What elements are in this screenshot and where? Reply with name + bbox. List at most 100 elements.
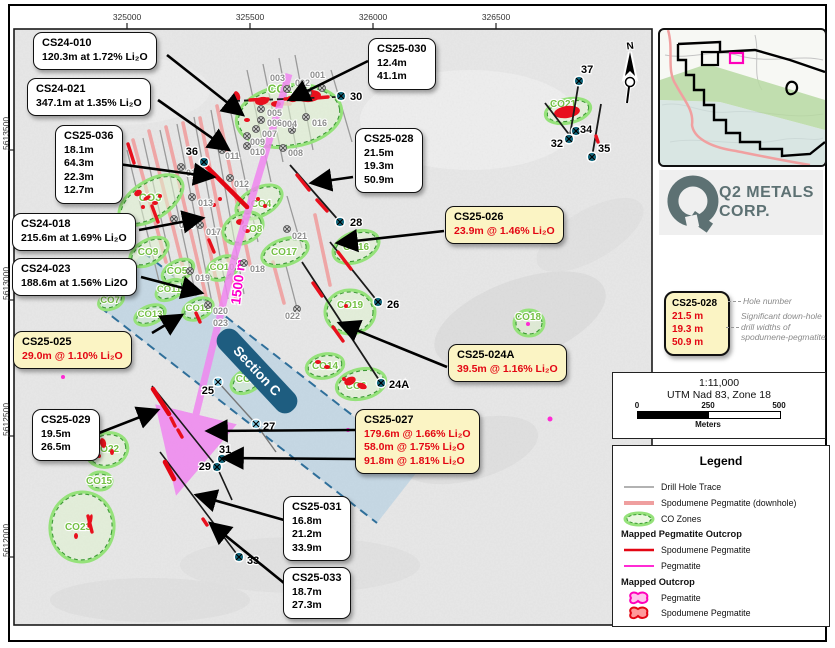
callout-arrow	[286, 59, 369, 102]
co-zone-label: CO13	[138, 309, 163, 320]
logo-company-suffix: CORP.	[719, 203, 771, 220]
co-zone-icon	[621, 511, 657, 527]
collar-label-34: 34	[580, 124, 593, 136]
legend-item-label: CO Zones	[661, 513, 702, 524]
callout-value: 21.5m	[364, 146, 394, 159]
hole-label-017: 017	[206, 227, 221, 237]
callout-title: CS25-025	[22, 336, 72, 348]
callout-value: 188.6m at 1.56% Li2O	[21, 276, 128, 289]
co-zone	[86, 470, 114, 492]
axis-label-easting: 326000	[358, 12, 388, 22]
label-key-width: 19.3 m	[672, 324, 704, 335]
callout-value: 58.0m @ 1.75% Li₂O	[364, 441, 465, 453]
callout-value: 91.8m @ 1.81% Li₂O	[364, 454, 465, 467]
callout-title: CS25-033	[292, 572, 342, 584]
co-zone-label: CO18	[515, 312, 542, 323]
callout-title: CS25-027	[364, 414, 414, 426]
callout-arrow	[98, 406, 161, 435]
note-hole-number: Hole number	[743, 296, 792, 306]
callout-value: 21.2m	[292, 528, 322, 540]
legend-item: Spodumene Pegmatite (downhole)	[621, 495, 796, 511]
legend-item: CO Zones	[621, 511, 701, 527]
callout-arrow	[117, 162, 217, 186]
co-zone-label: CO23	[65, 522, 92, 533]
regional-inset-map	[658, 28, 827, 167]
callout-arrows	[98, 53, 448, 585]
callout-value: 12.7m	[64, 184, 94, 196]
hole-label-020: 020	[213, 306, 228, 316]
callout-value: 19.3m	[364, 160, 394, 172]
scale-tick: 250	[701, 401, 715, 410]
callout-arrow	[166, 53, 246, 117]
company-logo: Q2 METALS CORP.	[659, 170, 823, 235]
legend-item: Spodumene Pegmatite	[621, 542, 751, 558]
scale-bar	[637, 411, 781, 419]
red-blob-icon	[621, 605, 657, 621]
callout-value: 39.5m @ 1.16% Li₂O	[457, 362, 558, 375]
hole-label-004: 004	[282, 119, 297, 129]
collar-label-28: 28	[350, 217, 362, 229]
legend-item-label: Pegmatite	[661, 592, 701, 603]
axis-label-easting: 325000	[112, 12, 142, 22]
co-zone-label: CO16	[343, 242, 370, 253]
pegmatite-line-1500m	[155, 72, 293, 496]
callout-arrow	[220, 446, 356, 470]
callout-title: CS25-031	[292, 501, 342, 513]
collar-label-30: 30	[350, 91, 362, 103]
leader-line	[728, 301, 741, 302]
collar-label-29: 29	[199, 461, 211, 473]
map-border	[13, 28, 653, 626]
co-zone	[48, 490, 116, 564]
callout-title: CS25-026	[454, 211, 504, 223]
callout-value: 33.9m	[292, 541, 322, 554]
co-zone-label: CO5	[167, 266, 188, 277]
figure-border	[8, 4, 827, 642]
callout-value: 19.5m	[41, 427, 71, 440]
scale-tick: 0	[634, 401, 640, 410]
hole-label-001: 001	[310, 70, 325, 80]
hole-label-021: 021	[292, 231, 307, 241]
collar-label-25: 25	[202, 385, 214, 397]
collar-label-26: 26	[387, 299, 399, 311]
gray-line-icon	[621, 479, 657, 495]
inset-road	[666, 30, 811, 165]
callout-value: 18.7m	[292, 585, 322, 598]
hole-label-019: 019	[195, 273, 210, 283]
distance-label: 1500 m	[228, 258, 248, 305]
co-zone-label: CO17	[271, 247, 298, 258]
collar-label-24A: 24A	[389, 379, 409, 391]
hole-label-002: 002	[295, 78, 310, 88]
collar-label-33: 33	[247, 555, 259, 567]
leader-line	[726, 327, 739, 328]
svg-text:N: N	[626, 41, 635, 53]
legend-item-label: Spodumene Pegmatite (downhole)	[661, 497, 797, 508]
inset-property-boundary	[676, 40, 825, 158]
q2-logo-icon	[667, 175, 719, 233]
hole-label-022: 022	[285, 311, 300, 321]
scale-tick: 500	[772, 401, 786, 410]
map-datum: UTM Nad 83, Zone 18	[667, 389, 771, 401]
legend-item: Spodumene Pegmatite	[621, 605, 751, 621]
callout-arrow	[140, 275, 205, 300]
logo-company-name: Q2 METALS	[719, 184, 814, 201]
hole-label-018: 018	[250, 264, 265, 274]
callout-value: 41.1m	[377, 70, 407, 82]
hole-label-006: 006	[267, 118, 282, 128]
north-arrow-icon: N	[621, 40, 639, 104]
callout-value: 120.3m at 1.72% Li₂O	[42, 50, 148, 63]
legend-item: Mapped Pegmatite Outcrop	[621, 526, 742, 542]
callout-value: 27.3m	[292, 599, 322, 611]
label-key-hole: CS25-028	[672, 298, 718, 309]
collar-label-37: 37	[581, 64, 593, 76]
callout-arrow	[151, 313, 185, 336]
scale-unit: Meters	[695, 420, 721, 429]
